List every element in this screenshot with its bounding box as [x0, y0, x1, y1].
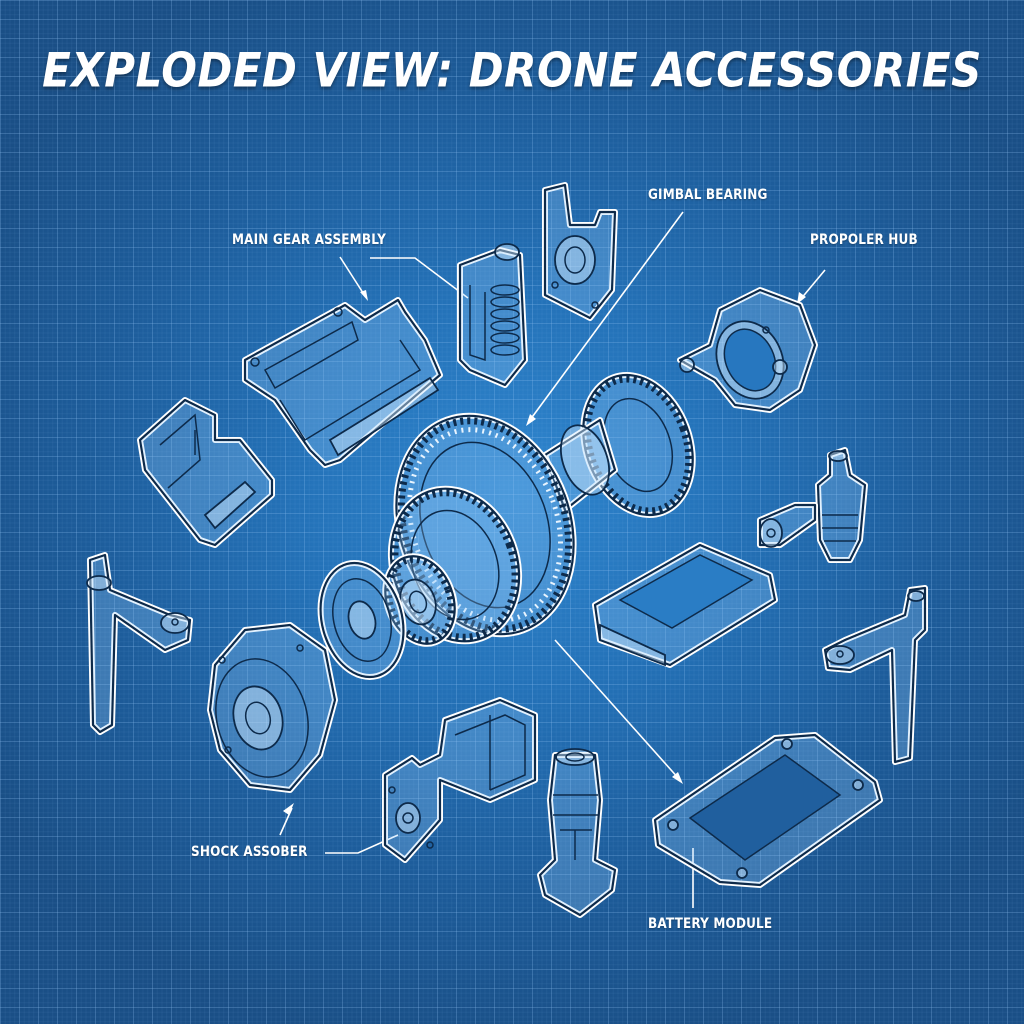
label-main-gear-assembly: MAIN GEAR ASSEMBLY: [232, 232, 387, 248]
bracket-frame-part: [242, 297, 443, 468]
label-gimbal-bearing: GIMBAL BEARING: [648, 187, 768, 203]
label-shock-assober: SHOCK ASSOBER: [191, 844, 308, 860]
servo-motor-part: [382, 697, 538, 863]
threaded-connector-part: [537, 748, 618, 918]
corner-block-part: [137, 397, 275, 548]
spring-damper-part: [457, 243, 528, 388]
leader-battery-module: [554, 639, 694, 908]
leader-propoler-hub: [797, 269, 826, 304]
page-title: EXPLODED VIEW: DRONE ACCESSORIES: [42, 43, 982, 98]
leader-gimbal-bearing: [526, 211, 684, 426]
ring-clamp-part: [677, 287, 818, 413]
crank-arm-left-part: [86, 552, 193, 735]
central-gear-stack-part: [382, 372, 696, 647]
bearing-mount-plate-part: [542, 182, 618, 321]
label-battery-module: BATTERY MODULE: [648, 916, 773, 932]
leader-main-gear-assembly: [339, 256, 469, 301]
crank-arm-right-part: [822, 585, 928, 765]
label-propoler-hub: PROPOLER HUB: [810, 232, 918, 248]
motor-housing-part: [207, 622, 338, 793]
bearing-disc-part: [317, 560, 407, 680]
battery-gasket-frame-part: [652, 732, 883, 888]
hex-fitting-bolt-part: [757, 447, 868, 563]
battery-tray-part: [592, 542, 778, 668]
